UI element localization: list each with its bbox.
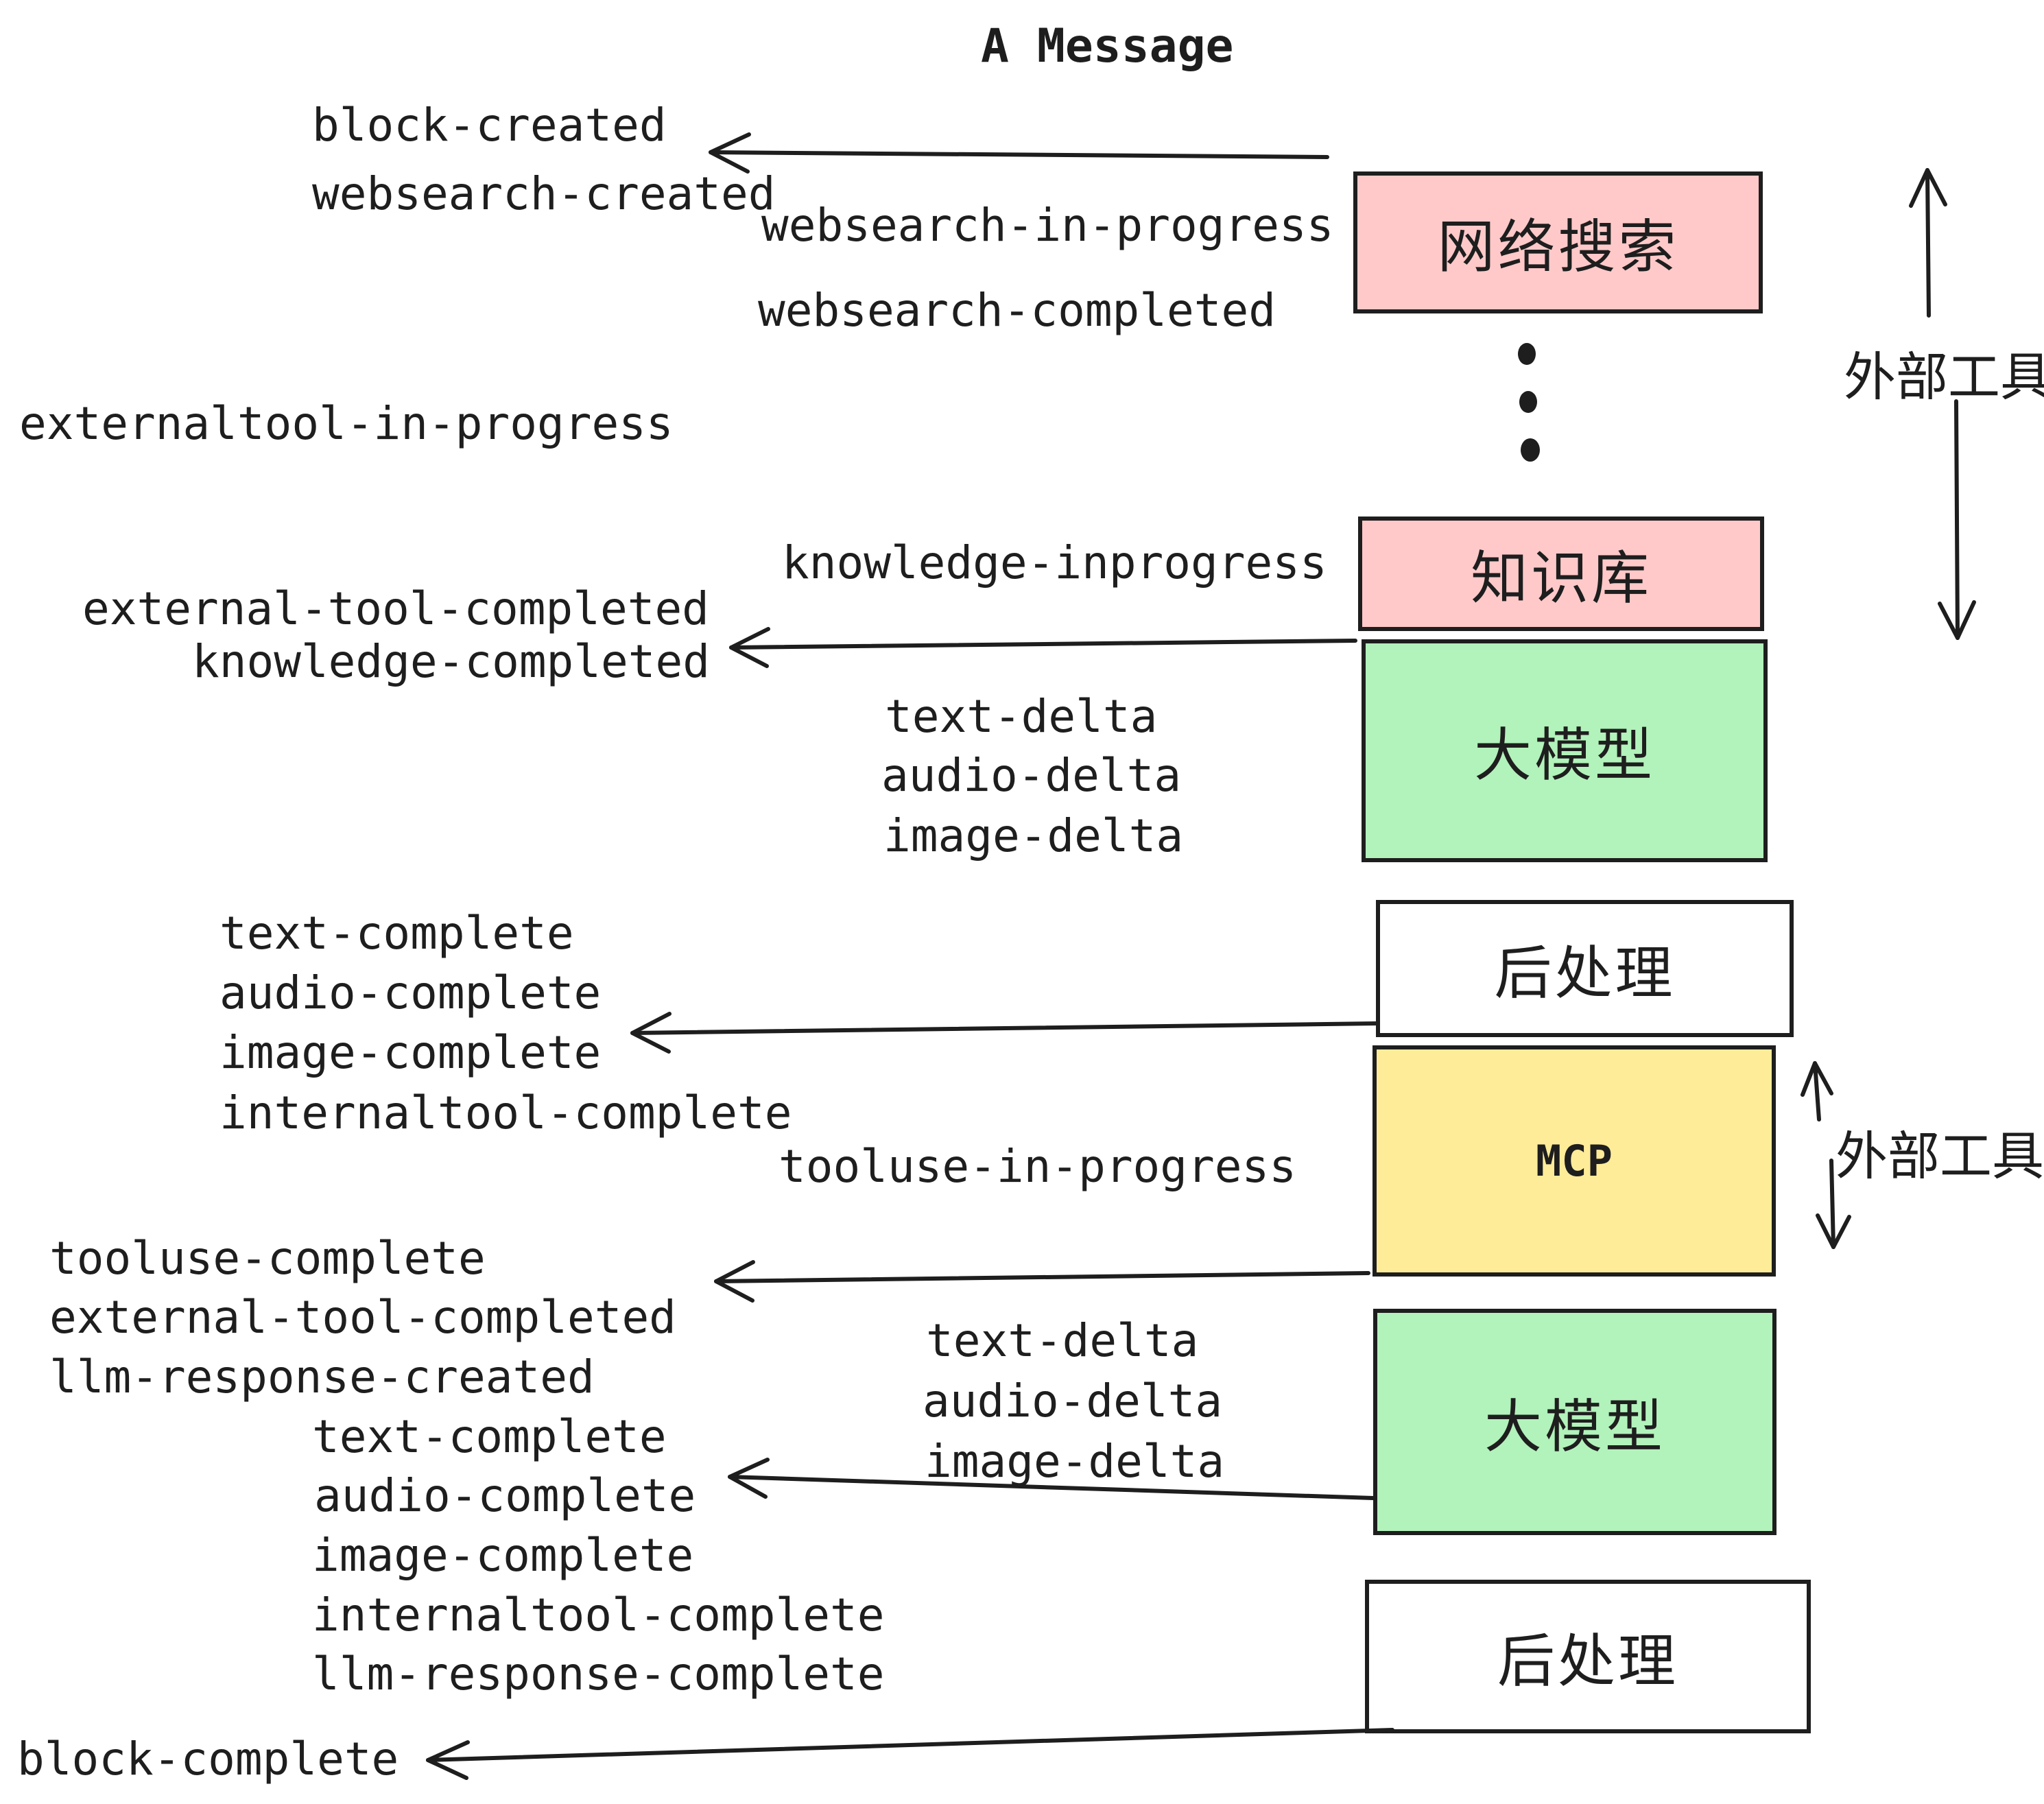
box-llm-2-label: 大模型: [1484, 1394, 1665, 1459]
box-knowledge-label: 知识库: [1470, 546, 1652, 610]
diagram-title: A Message: [981, 19, 1234, 73]
event-block-created: block-created: [312, 99, 667, 152]
external-tools-top-up-arrow: [1909, 168, 1947, 318]
event-image-delta-1: image-delta: [883, 809, 1184, 862]
box-postprocess-1-label: 后处理: [1494, 940, 1676, 1006]
event-text-delta-2: text-delta: [926, 1314, 1199, 1367]
box-postprocess-2: 后处理: [1365, 1580, 1811, 1733]
event-internaltool-complete-1: internaltool-complete: [219, 1087, 792, 1139]
event-text-delta-1: text-delta: [885, 690, 1158, 743]
event-audio-complete-1: audio-complete: [219, 966, 602, 1019]
event-text-complete-1: text-complete: [219, 907, 574, 960]
event-text-complete-2: text-complete: [312, 1410, 667, 1463]
event-external-tool-completed-2: external-tool-completed: [49, 1291, 676, 1344]
event-block-complete: block-complete: [17, 1733, 399, 1785]
box-mcp-label: MCP: [1536, 1136, 1613, 1186]
box-mcp: MCP: [1372, 1045, 1776, 1277]
event-image-complete-2: image-complete: [312, 1529, 694, 1582]
event-knowledge-completed: knowledge-completed: [192, 635, 710, 688]
event-audio-delta-2: audio-delta: [923, 1375, 1223, 1427]
event-image-delta-2: image-delta: [925, 1435, 1225, 1488]
event-llm-response-created: llm-response-created: [49, 1351, 595, 1403]
event-websearch-created: websearch-created: [312, 167, 776, 220]
box-websearch: 网络搜索: [1353, 171, 1763, 313]
arrow-websearch-created: [709, 132, 1329, 174]
event-audio-delta-1: audio-delta: [881, 749, 1182, 802]
box-llm-1: 大模型: [1362, 639, 1768, 862]
event-knowledge-inprogress: knowledge-inprogress: [782, 536, 1327, 589]
event-audio-complete-2: audio-complete: [314, 1469, 696, 1522]
event-websearch-completed: websearch-completed: [758, 284, 1276, 337]
box-llm-1-label: 大模型: [1473, 723, 1655, 787]
box-llm-2: 大模型: [1373, 1309, 1776, 1535]
event-externaltool-in-progress: externaltool-in-progress: [19, 397, 674, 450]
external-tools-bottom-up-arrow: [1801, 1061, 1833, 1121]
box-postprocess-2-label: 后处理: [1497, 1628, 1678, 1694]
ellipsis-dots: [1518, 343, 1540, 462]
event-websearch-in-progress: websearch-in-progress: [761, 199, 1334, 252]
event-llm-response-complete: llm-response-complete: [312, 1648, 885, 1700]
box-postprocess-1: 后处理: [1376, 900, 1794, 1037]
arrow-external-tool-completed: [714, 1260, 1370, 1303]
arrow-knowledge-completed: [729, 627, 1357, 668]
event-tooluse-complete: tooluse-complete: [49, 1232, 486, 1285]
arrow-block-complete: [426, 1728, 1394, 1780]
event-image-complete-1: image-complete: [219, 1026, 602, 1079]
event-internaltool-complete-2: internaltool-complete: [312, 1589, 885, 1641]
arrow-image-complete: [630, 1012, 1379, 1054]
side-label-external-tools-bottom: 外部工具: [1835, 1128, 2044, 1186]
external-tools-top-down-arrow: [1938, 399, 1976, 640]
event-tooluse-in-progress: tooluse-in-progress: [779, 1140, 1296, 1193]
box-websearch-label: 网络搜索: [1437, 215, 1679, 279]
event-external-tool-completed-1: external-tool-completed: [82, 582, 709, 635]
side-label-external-tools-top: 外部工具: [1844, 348, 2044, 407]
box-knowledge: 知识库: [1358, 517, 1764, 631]
